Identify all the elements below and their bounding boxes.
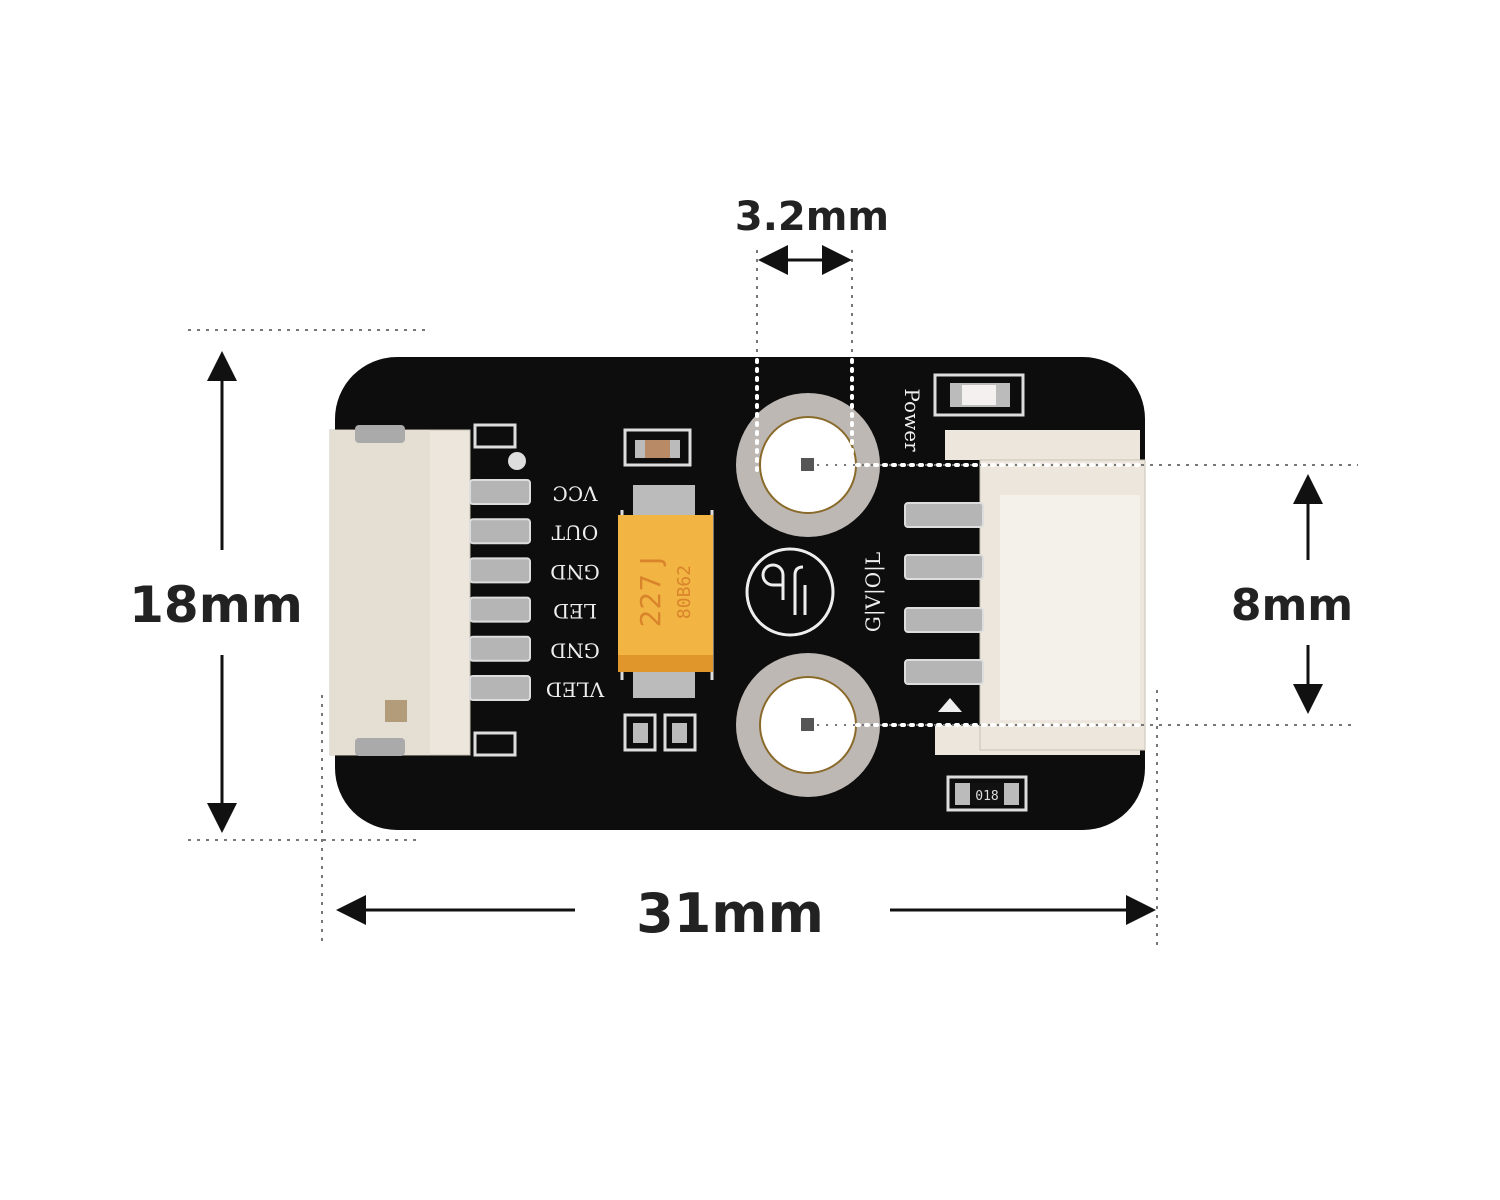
right-pin-pad <box>904 554 984 580</box>
power-led <box>933 373 1025 417</box>
left-pin-label: OUT <box>551 521 598 545</box>
left-pin-pad <box>469 596 531 623</box>
right-pin-pad <box>904 659 984 685</box>
left-pin-pad <box>469 518 531 545</box>
dimension-hole-spacing: 8mm <box>801 458 1358 731</box>
left-pin-label: GND <box>550 638 600 662</box>
left-pin-pads <box>469 479 531 701</box>
hole-spacing-label: 8mm <box>1231 580 1353 631</box>
capacitor-code: 227 J <box>634 557 667 628</box>
smd-capacitor-small <box>623 428 692 467</box>
left-pin-label: VLED <box>546 678 605 702</box>
smd-pads <box>623 713 697 752</box>
power-label: Power <box>900 388 924 452</box>
left-pin-pad <box>469 479 531 505</box>
left-pin-pad <box>469 675 531 701</box>
right-pin-labels: G|V|O|L <box>861 552 886 632</box>
hole-diameter-label: 3.2mm <box>735 194 889 240</box>
left-pin-label: GND <box>550 560 600 584</box>
left-pin-pad <box>469 635 531 662</box>
right-pin-pad <box>904 607 984 633</box>
right-connector <box>935 430 1146 755</box>
dimension-hole-diameter: 3.2mm <box>735 194 889 472</box>
board-height-label: 18mm <box>129 576 303 634</box>
dimension-board-width: 31mm <box>321 690 1158 950</box>
left-pin-pad <box>469 557 531 584</box>
tantalum-capacitor: 227 J 80B62 <box>618 485 714 698</box>
left-pin-label: LED <box>553 599 597 623</box>
left-pin-label: VCC <box>552 482 598 506</box>
capacitor-lot: 80B62 <box>674 565 695 619</box>
left-pin-labels: VCC OUT GND LED GND VLED <box>546 482 605 702</box>
right-pin-pad <box>904 502 984 528</box>
smd-resistor: 018 <box>946 775 1028 812</box>
board-width-label: 31mm <box>636 882 824 945</box>
dimension-board-height: 18mm <box>129 329 425 841</box>
right-pin-pads <box>904 502 984 685</box>
brand-logo-icon <box>745 547 835 637</box>
resistor-code: 018 <box>975 789 998 804</box>
left-connector <box>329 423 526 757</box>
